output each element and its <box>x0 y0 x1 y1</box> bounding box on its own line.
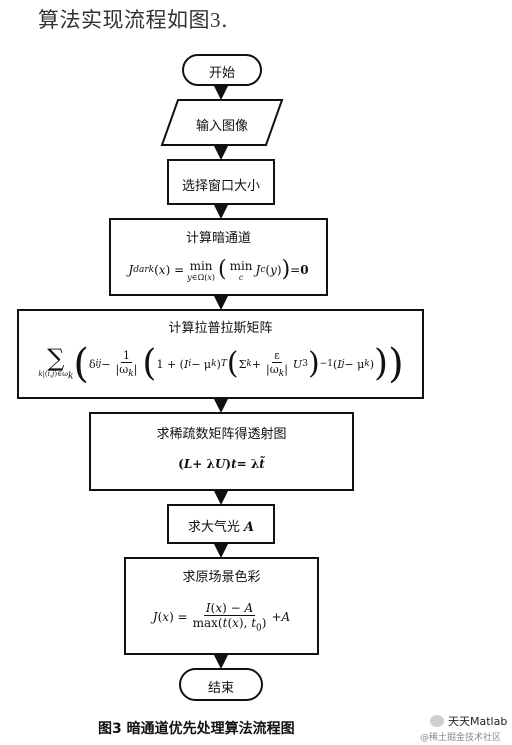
airlight-label: 求大气光 A <box>187 520 255 535</box>
input-parallelogram <box>160 99 284 146</box>
end-terminal <box>179 668 263 701</box>
end-label: 结束 <box>207 681 234 696</box>
laplace-box <box>17 309 424 399</box>
input-label: 输入图像 <box>195 119 248 134</box>
sparse-label: 求稀疏数矩阵得透射图 <box>156 427 287 442</box>
restore-label: 求原场景色彩 <box>182 570 261 585</box>
watermark-brand: 天天Matlab <box>430 713 507 729</box>
sparse-box <box>89 412 354 491</box>
dark-channel-box <box>109 218 328 296</box>
figure-caption: 图3 暗通道优先处理算法流程图 <box>98 721 295 737</box>
page-heading: 算法实现流程如图3. <box>38 8 229 32</box>
dark-label: 计算暗通道 <box>185 231 251 246</box>
window-label: 选择窗口大小 <box>181 179 260 194</box>
airlight-box <box>167 504 275 544</box>
wechat-icon <box>430 715 444 727</box>
start-label: 开始 <box>208 66 235 81</box>
watermark-source: @稀土掘金技术社区 <box>420 733 502 743</box>
restore-box <box>124 557 319 655</box>
laplace-label: 计算拉普拉斯矩阵 <box>168 321 273 336</box>
